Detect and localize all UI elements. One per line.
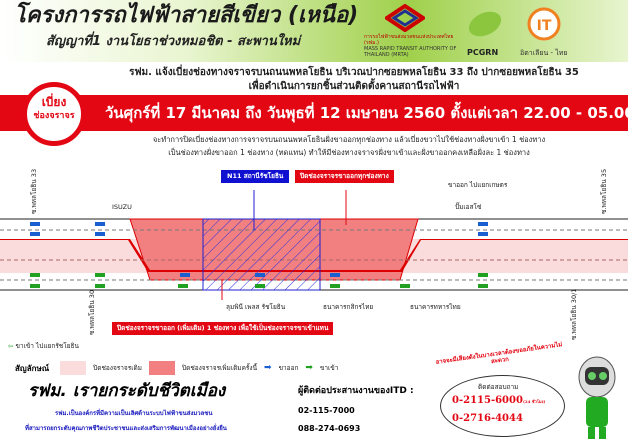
soi30-1-label: ซ.พหลโยธิน 30/1 <box>570 288 578 340</box>
speech-bubble <box>440 375 565 437</box>
itd-label: อิตาเลียน - ไทย <box>520 49 568 57</box>
page-title: โครงการรถไฟฟ้าสายสีเขียว (เหนือ) <box>14 3 359 28</box>
inbound-arrows <box>30 273 488 288</box>
pcgrn-label: PCGRN <box>467 48 499 57</box>
announcement-line1: รฟม. แจ้งเบี่ยงช่องทางจราจรบนถนนพหลโยธิน… <box>129 67 579 78</box>
badge-line1: เบี่ยง <box>41 95 67 109</box>
hotline-2: 0-2716-4044 <box>452 413 523 424</box>
apology-text: อาจจะมีเสียงดังในบางเวลาต้องขออภัยในความ… <box>435 341 563 366</box>
contact-title: ผู้ติดต่อประสานงานของITD : <box>298 386 414 396</box>
legend-in: ขาเข้า <box>319 364 339 372</box>
road-diagram <box>0 190 628 300</box>
phone-2: 088-274-0693 <box>298 424 361 433</box>
mission-line2: ที่สามารถยกระดับคุณภาพชีวิตประชาชนและส่ง… <box>25 425 227 432</box>
legend-out: ขาออก <box>278 364 299 372</box>
kbank-label: ธนาคารกสิกรไทย <box>323 303 374 311</box>
description-line2: เป็นช่องทางฝั่งขาออก 1 ช่องทาง (ทดแทน) ท… <box>168 148 530 157</box>
hotline-1-note: (24 ชั่วโมง) <box>522 399 546 404</box>
mrta-logo <box>385 4 425 32</box>
mrta-name: การรถไฟฟ้าขนส่งมวลชนแห่งประเทศไทย (รฟม.)… <box>364 34 462 58</box>
phone-1: 02-115-7000 <box>298 406 355 415</box>
slogan: รฟม. เรายกระดับชีวิตเมือง <box>28 381 226 401</box>
tmb-label: ธนาคารทหารไทย <box>410 303 461 311</box>
legend-existing: ปิดช่องจราจรเดิม <box>93 364 142 372</box>
legend-existing-swatch <box>60 361 87 375</box>
closure-date: วันศุกร์ที่ 17 มีนาคม ถึง วันพุธที่ 12 เ… <box>105 104 628 122</box>
mrta-name-en: MASS RAPID TRANSIT AUTHORITY OF THAILAND… <box>364 46 457 58</box>
inbound-direction-text: ขาเข้า ไปแยกรัชโยธิน <box>15 342 79 350</box>
announcement-line2: เพื่อดำเนินการยกชิ้นส่วนติดตั้งคานสถานีร… <box>248 81 460 92</box>
station-label: N11 สถานีรัชโยธิน <box>221 170 290 183</box>
isuzu-label: ISUZU <box>112 203 132 211</box>
inbound-legend-arrow-icon: ➡ <box>305 363 313 373</box>
hotline-1: 0-2115-6000(24 ชั่วโมง) <box>452 394 545 408</box>
mission-line1: รฟม.เป็นองค์กรที่มีความเป็นเลิศด้านระบบไ… <box>55 410 213 417</box>
station-area <box>202 218 321 291</box>
outbound-arrow-icon: ➡ <box>264 363 272 373</box>
close-extra-label: ปิดช่องจราจรขาออก (เพิ่มเติม) 1 ช่องทาง … <box>112 322 334 335</box>
inbound-direction-label: ⇦ ขาเข้า ไปแยกรัชโยธิน <box>8 342 79 350</box>
soi30-label: ซ.พหลโยธิน 30 <box>88 289 96 335</box>
date-banner <box>0 95 628 131</box>
soi33-label: ซ.พหลโยธิน 33 <box>30 168 38 214</box>
page-subtitle: สัญญาที่1 งานโยธาช่วงหมอชิต - สะพานใหม่ <box>46 34 301 49</box>
soi35-label: ซ.พหลโยธิน 35 <box>600 168 608 214</box>
legend-title: สัญลักษณ์ <box>15 363 50 373</box>
header-banner <box>0 0 628 62</box>
ask-label: ติดต่อสอบถาม <box>478 383 519 391</box>
badge-line2: ช่องจราจร <box>33 111 75 121</box>
outbound-arrows <box>30 222 488 277</box>
mascot-icon <box>578 356 616 439</box>
svg-text:IT: IT <box>537 18 552 34</box>
description-line1: จะทำการปิดเบี่ยงช่องทางการจราจรบนถนนพหลโ… <box>152 135 546 144</box>
itd-logo: IT <box>527 7 561 41</box>
hotline-1-number: 0-2115-6000 <box>452 395 523 406</box>
gas-station-label: ปั๊มเอสโซ่ <box>455 203 482 211</box>
lumpini-label: ลุมพินี เพลส รัชโยธิน <box>226 303 286 311</box>
outbound-direction-label: ขาออก ไปแยกเกษตร <box>448 181 508 189</box>
legend-extra-swatch <box>148 361 175 375</box>
legend-extra: ปิดช่องจราจรเพิ่มเติมครั้งนี้ <box>181 364 258 372</box>
close-all-label: ปิดช่องจราจรขาออกทุกช่องทาง <box>295 170 394 183</box>
legend: สัญลักษณ์ ปิดช่องจราจรเดิม ปิดช่องจราจรเ… <box>15 361 338 375</box>
inbound-arrow-icon: ⇦ <box>8 342 16 350</box>
mrta-name-th: การรถไฟฟ้าขนส่งมวลชนแห่งประเทศไทย (รฟม.) <box>364 34 454 46</box>
pcgrn-logo <box>468 11 502 37</box>
detour-badge: เบี่ยง ช่องจราจร <box>22 82 86 146</box>
